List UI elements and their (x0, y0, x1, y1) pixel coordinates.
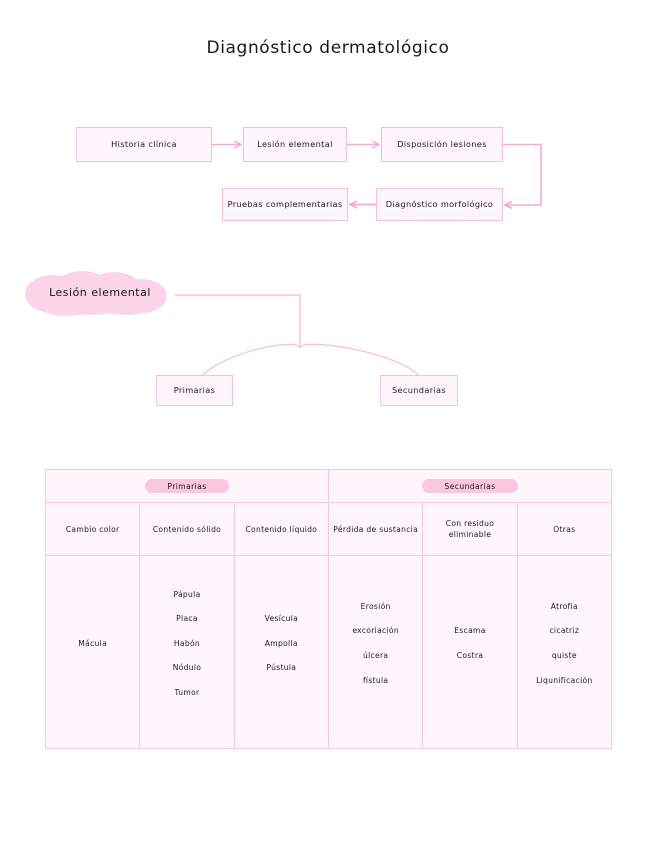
cell-item: Habón (173, 638, 201, 648)
cell-item: Pápula (173, 589, 201, 599)
lesiones-table-wrapper: Primarias Secundarias Cambio color Conte… (44, 469, 613, 749)
cell-item: cicatriz (549, 626, 580, 636)
table-col-header: Contenido sólido (139, 502, 235, 556)
cell-item: Erosión (360, 601, 391, 611)
cell-item: quiste (551, 651, 577, 660)
table-col-header: Cambio color (44, 502, 141, 556)
cloud-shape-icon (25, 271, 167, 316)
cell-item: Nódulo (172, 663, 202, 673)
cell-item: Placa (176, 614, 198, 624)
flow-node-label: Diagnóstico morfológico (385, 199, 494, 210)
table-col-header: Con residuo eliminable (422, 502, 518, 556)
table-column-header-row: Cambio color Contenido sólido Contenido … (44, 502, 613, 556)
edge-root-stem (175, 294, 301, 348)
cell-item: úlcera (362, 651, 389, 660)
cell-item: Atrofia (550, 601, 578, 611)
flow-node-label: Lesión elemental (257, 139, 333, 150)
cell-item-list: Erosión excoriación úlcera fístula (331, 603, 420, 684)
flow-node-diagnostico-morfologico[interactable]: Diagnóstico morfológico (376, 188, 503, 221)
table-cell: Erosión excoriación úlcera fístula (327, 555, 424, 749)
table-group-header-row: Primarias Secundarias (45, 469, 613, 503)
cell-item: Ampolla (264, 638, 298, 648)
cell-item: Pústula (266, 663, 297, 673)
branch-node-secundarias[interactable]: Secundarias (380, 375, 458, 406)
branch-node-label: Secundarias (391, 385, 447, 396)
branch-node-label: Primarias (173, 385, 216, 396)
lesiones-table: Primarias Secundarias Cambio color Conte… (44, 469, 613, 749)
flow-node-lesion-elemental[interactable]: Lesión elemental (243, 127, 347, 162)
group-pill-label: Primarias (145, 479, 229, 493)
cell-item: Vesícula (264, 614, 299, 624)
flow-node-label: Pruebas complementarias (227, 199, 343, 210)
cell-item: Mácula (78, 638, 108, 648)
table-group-secundarias: Secundarias (327, 469, 613, 503)
table-col-header: Pérdida de sustancia (327, 502, 424, 556)
branch-node-primarias[interactable]: Primarias (156, 375, 233, 406)
table-col-header: Otras (516, 502, 613, 556)
branch-root-label: Lesión elemental (49, 285, 151, 299)
cell-item-list: Mácula (48, 640, 137, 648)
cell-item: fístula (362, 675, 389, 685)
cell-item: Escama (454, 626, 486, 636)
branch-root-cloud: Lesión elemental (22, 268, 174, 316)
cell-item: Tumor (174, 687, 200, 697)
edge-disposicion-diagnostico (503, 143, 542, 206)
cell-item: Costra (456, 651, 484, 660)
table-group-primarias: Primarias (45, 469, 329, 503)
table-col-header: Contenido líquido (233, 502, 329, 556)
edge-arc-secundarias (299, 343, 421, 378)
table-cell: Mácula (44, 555, 141, 749)
page-title: Diagnóstico dermatológico (206, 38, 450, 58)
flow-node-disposicion-lesiones[interactable]: Disposición lesiones (381, 127, 503, 162)
cell-item: Liqunificación (536, 675, 593, 685)
flow-node-label: Disposición lesiones (397, 139, 487, 150)
flow-node-pruebas-complementarias[interactable]: Pruebas complementarias (222, 188, 348, 221)
flow-node-historia-clinica[interactable]: Historia clínica (76, 127, 212, 162)
group-pill-label: Secundarias (422, 479, 518, 493)
flow-node-label: Historia clínica (111, 139, 177, 150)
cell-item: excoriación (352, 626, 399, 636)
